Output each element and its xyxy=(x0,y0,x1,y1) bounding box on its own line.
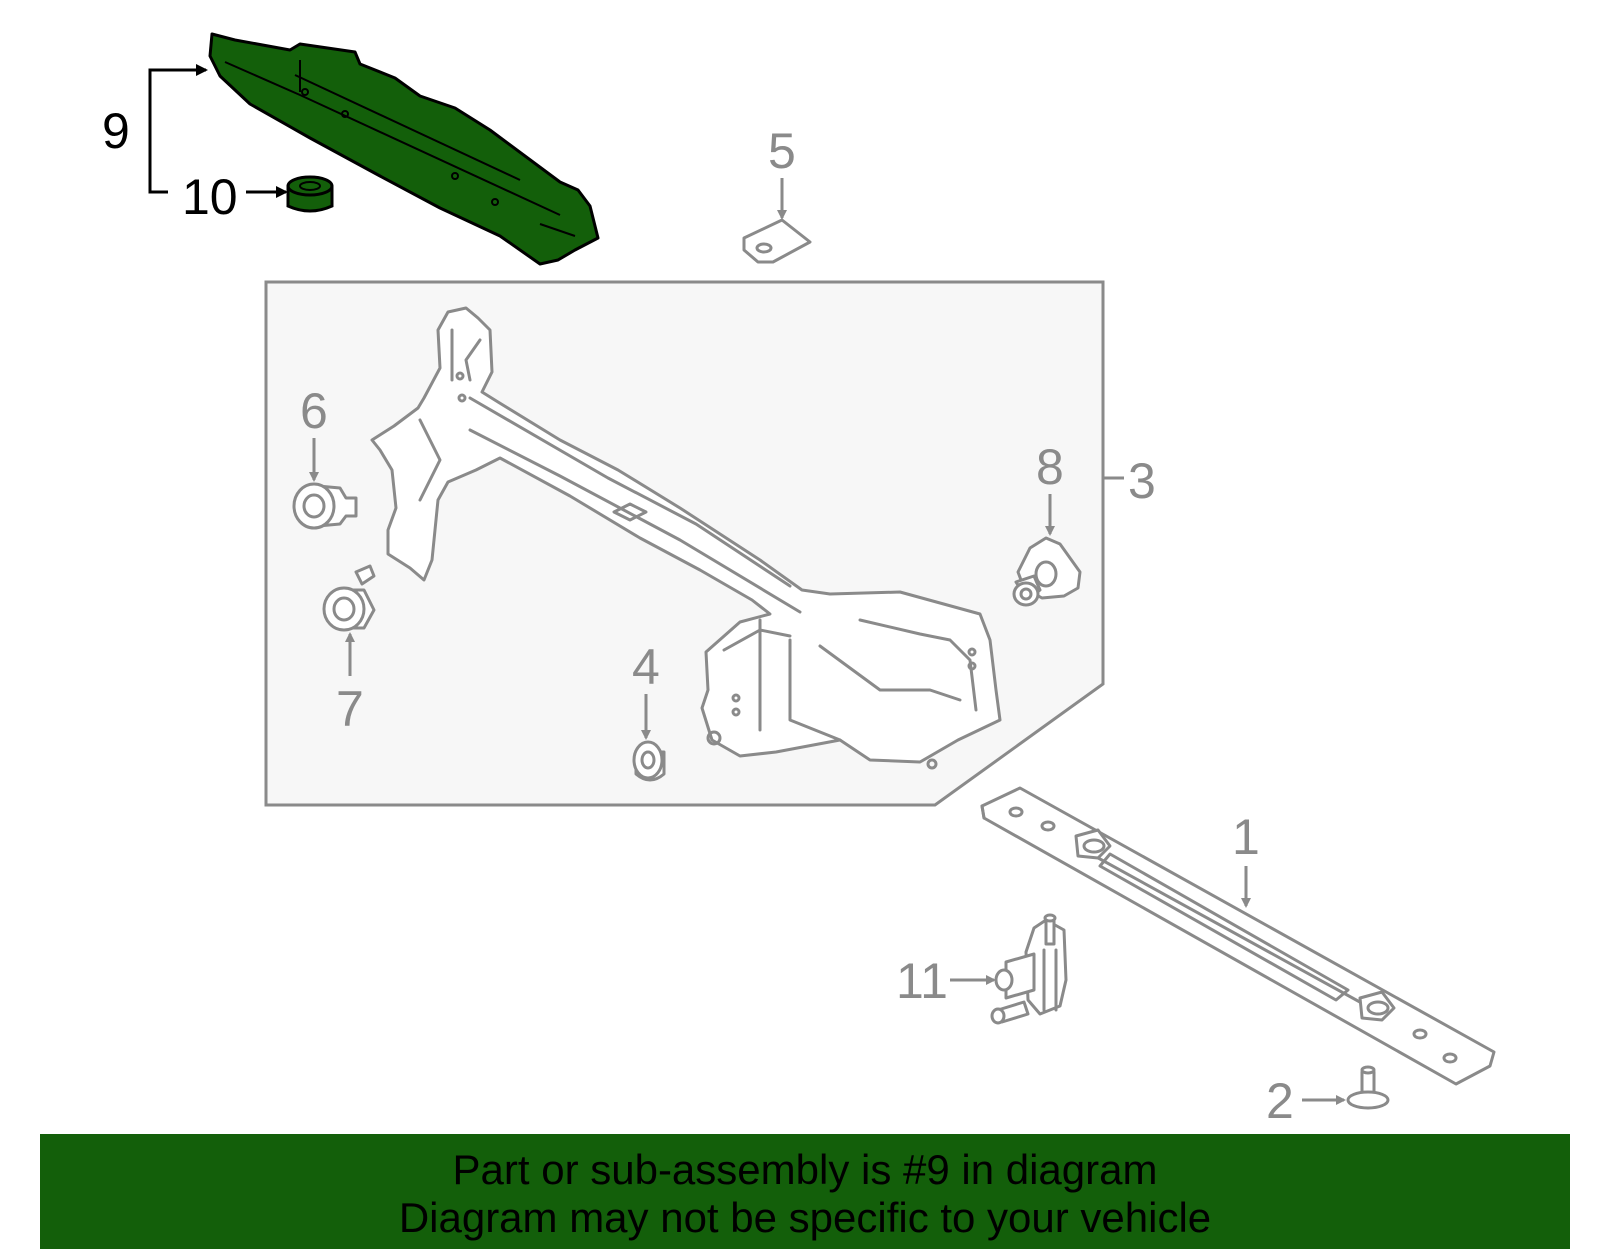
callout-1: 1 xyxy=(1232,809,1260,865)
notice-line-1: Part or sub-assembly is #9 in diagram xyxy=(452,1146,1158,1193)
part-9-shield[interactable] xyxy=(208,32,600,266)
part-4-bushing[interactable] xyxy=(632,740,666,782)
part-2-bolt[interactable] xyxy=(1346,1065,1390,1110)
part-6-bushing[interactable] xyxy=(292,482,358,530)
callout-2: 2 xyxy=(1266,1073,1294,1129)
notice-line-2: Diagram may not be specific to your vehi… xyxy=(398,1194,1212,1241)
callout-11: 11 xyxy=(896,953,948,1009)
part-8-mount[interactable] xyxy=(1012,536,1082,607)
callout-4: 4 xyxy=(632,639,660,695)
part-11-bracket[interactable] xyxy=(990,913,1068,1025)
callout-7: 7 xyxy=(336,681,364,737)
callout-9: 9 xyxy=(102,103,130,159)
callout-8: 8 xyxy=(1036,439,1064,495)
part-7-bushing[interactable] xyxy=(322,564,376,632)
part-10-grommet[interactable] xyxy=(286,175,334,213)
callout-10: 10 xyxy=(182,169,238,225)
callout-5: 5 xyxy=(768,123,796,179)
part-1-tie-bar[interactable] xyxy=(980,786,1496,1086)
notice-banner: Part or sub-assembly is #9 in diagram Di… xyxy=(40,1134,1570,1249)
part-3-radiator-support[interactable] xyxy=(370,306,1002,770)
callout-3: 3 xyxy=(1128,453,1156,509)
callout-6: 6 xyxy=(300,383,328,439)
part-5-bracket[interactable] xyxy=(742,218,812,264)
